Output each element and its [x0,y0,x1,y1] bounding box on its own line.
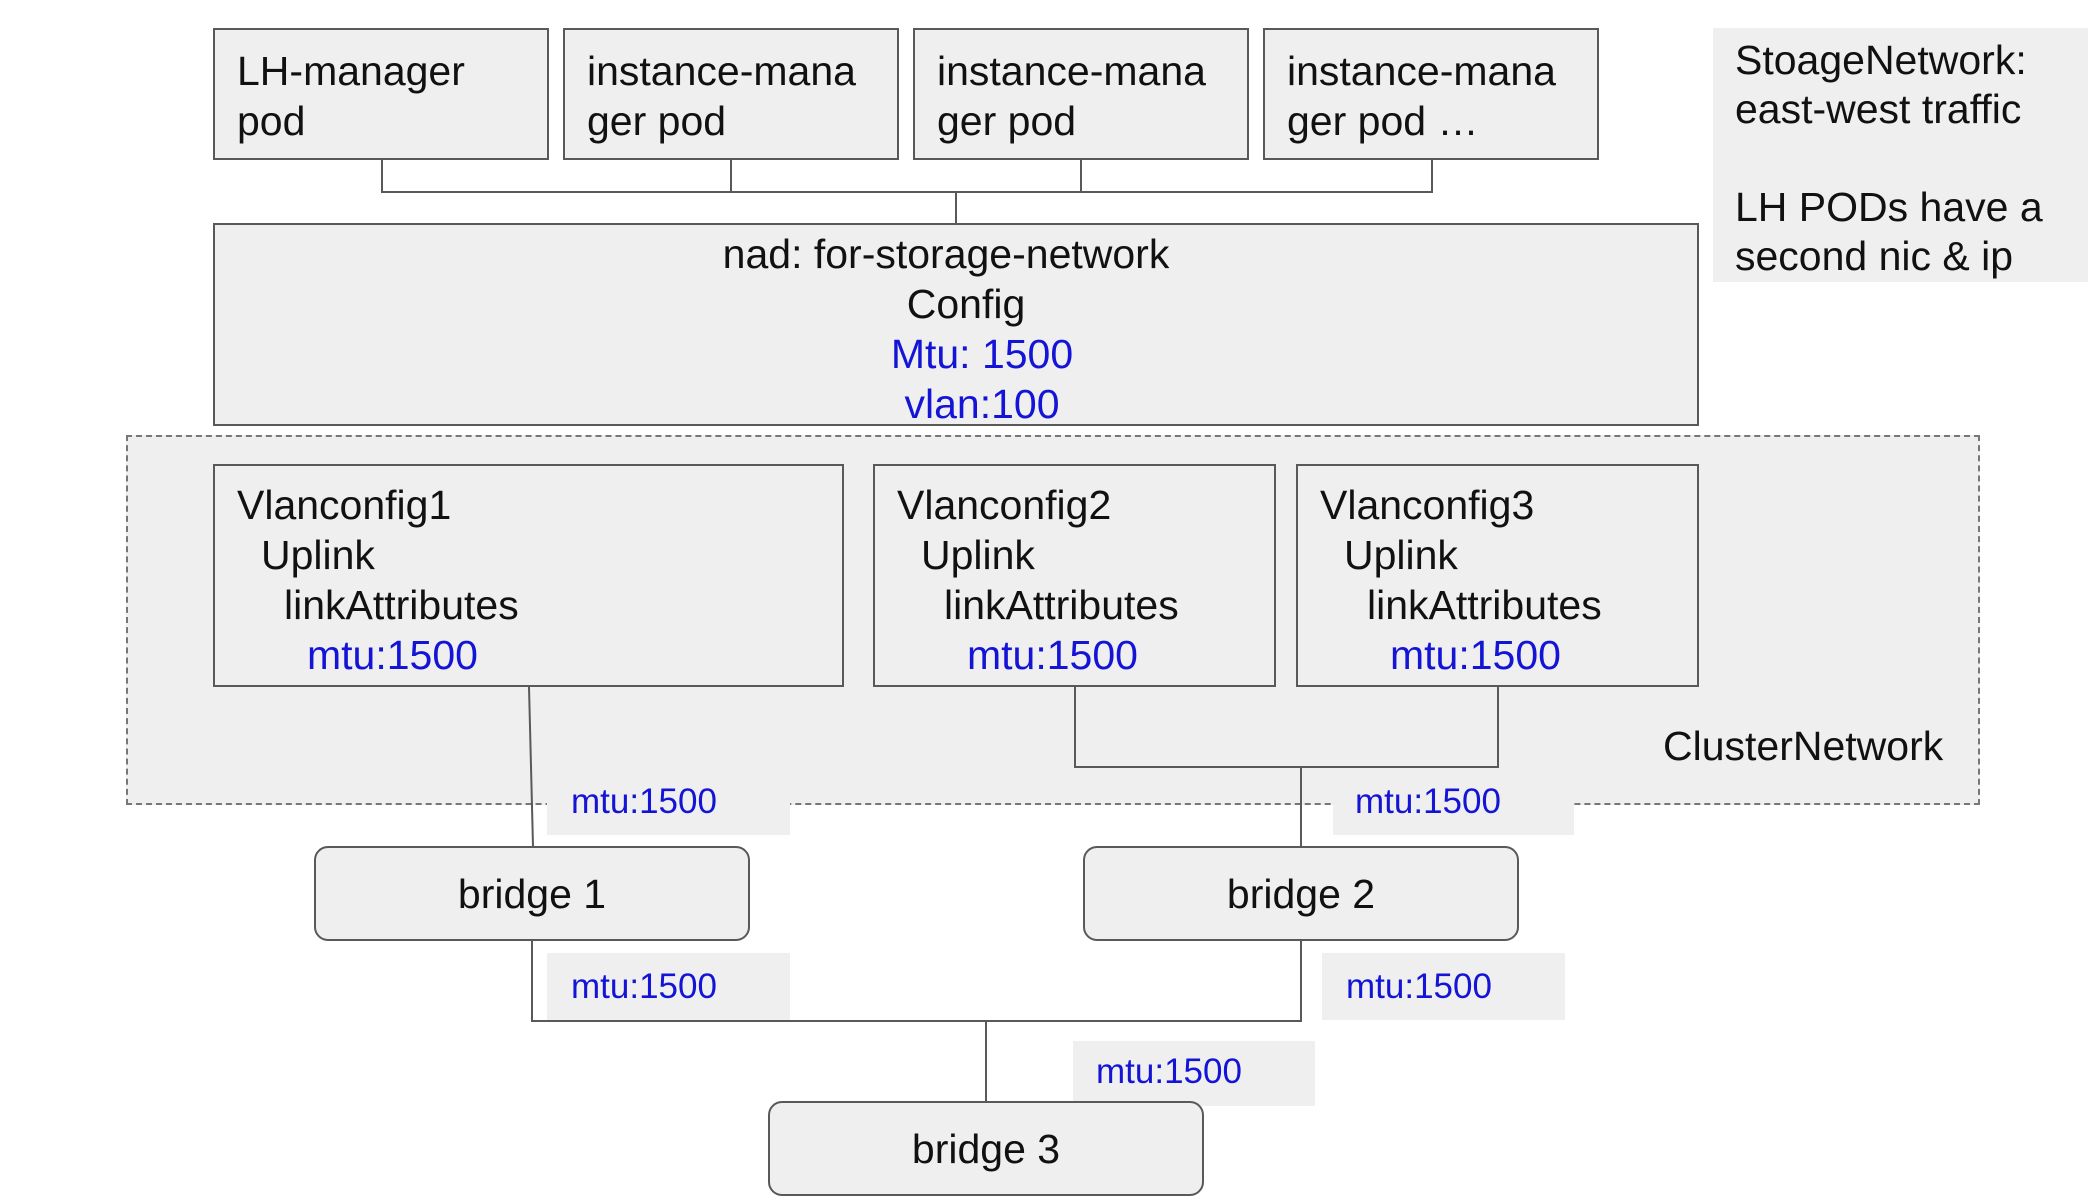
vlanconfig-2: Vlanconfig2 Uplink linkAttributes mtu:15… [873,464,1276,687]
bridge-label: bridge 2 [1226,870,1376,917]
bridge-2: bridge 2 [1083,846,1519,941]
vlanconfig-link-attributes: linkAttributes [284,582,519,628]
nad-config-label: Config [906,281,1026,327]
pod-name-line1: LH-manager [237,48,465,94]
pod-instance-manager-1: instance-mana ger pod [563,28,899,160]
bridge-label: bridge 1 [457,870,607,917]
vlanconfig-mtu: mtu:1500 [967,632,1138,678]
link-mtu-text: mtu:1500 [1355,782,1501,821]
link-label-vlan23-bridge2: mtu:1500 [1333,782,1574,835]
note-line3: LH PODs have a [1735,184,2043,230]
link-mtu-text: mtu:1500 [1096,1052,1242,1091]
pod-name-line2: ger pod [587,98,727,144]
vlanconfig-uplink: Uplink [261,532,375,578]
pod-name-line1: instance-mana [587,48,856,94]
pod-lh-manager: LH-manager pod [213,28,549,160]
link-label-bridge2-bridge3: mtu:1500 [1322,953,1565,1020]
link-label-vlan1-bridge1: mtu:1500 [547,782,790,835]
pod-name-line1: instance-mana [937,48,1206,94]
vlanconfig-name: Vlanconfig3 [1320,482,1535,528]
vlanconfig-3: Vlanconfig3 Uplink linkAttributes mtu:15… [1296,464,1699,687]
link-mtu-text: mtu:1500 [1346,967,1492,1006]
vlanconfig-uplink: Uplink [1344,532,1458,578]
vlanconfig-uplink: Uplink [921,532,1035,578]
vlanconfig-link-attributes: linkAttributes [944,582,1179,628]
link-label-bridge1-bridge3: mtu:1500 [547,953,790,1020]
bridge-3: bridge 3 [768,1101,1204,1196]
nad-vlan: vlan:100 [904,381,1060,427]
pod-name-line1: instance-mana [1287,48,1556,94]
vlanconfig-mtu: mtu:1500 [1390,632,1561,678]
vlanconfig-name: Vlanconfig2 [897,482,1112,528]
note-spacer [1735,134,2088,183]
pod-instance-manager-3: instance-mana ger pod … [1263,28,1599,160]
cluster-network-label: ClusterNetwork [1663,723,1944,769]
pod-name-line2: ger pod … [1287,98,1479,144]
storage-network-note: StoageNetwork: east-west traffic LH PODs… [1713,28,2088,282]
vlanconfig-name: Vlanconfig1 [237,482,452,528]
nad-title: nad: for-storage-network [722,231,1170,277]
link-label-trunk-bridge3: mtu:1500 [1073,1041,1315,1106]
nad-storage-network: nad: for-storage-network Config Mtu: 150… [213,223,1699,427]
bridge-1: bridge 1 [314,846,750,941]
vlanconfig-mtu: mtu:1500 [307,632,478,678]
pod-instance-manager-2: instance-mana ger pod [913,28,1249,160]
pod-name-line2: ger pod [937,98,1077,144]
pods-to-nad-connector [381,160,1433,223]
note-line4: second nic & ip [1735,233,2014,279]
note-line1: StoageNetwork: [1735,37,2027,83]
vlanconfig-link-attributes: linkAttributes [1367,582,1602,628]
link-mtu-text: mtu:1500 [571,967,717,1006]
note-line2: east-west traffic [1735,86,2022,132]
link-mtu-text: mtu:1500 [571,782,717,821]
bridge-label: bridge 3 [911,1125,1061,1172]
pod-name-line2: pod [237,98,306,144]
nad-mtu: Mtu: 1500 [890,331,1074,377]
vlanconfig-1: Vlanconfig1 Uplink linkAttributes mtu:15… [213,464,844,687]
